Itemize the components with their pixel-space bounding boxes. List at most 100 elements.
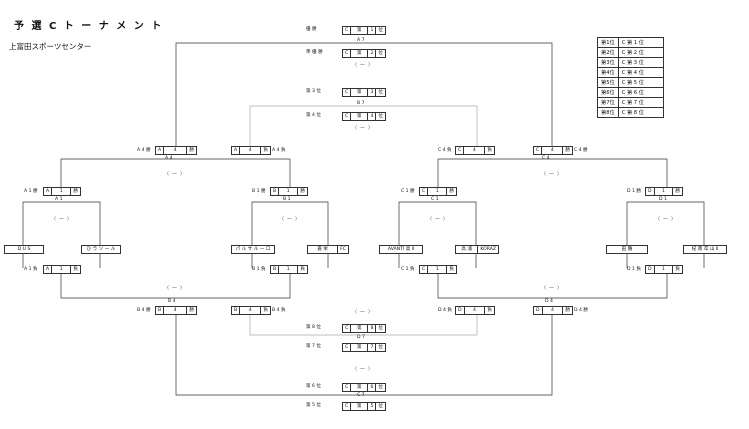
round-label: A 4 勝 — [137, 148, 151, 153]
match-code: A 1 — [55, 197, 63, 202]
place-label: 第 6 位 — [306, 384, 322, 389]
place-label: 第 5 位 — [306, 403, 322, 408]
round-label: D 1 負 — [627, 267, 641, 272]
ranking-place: 第2位 — [597, 47, 619, 58]
round-label: B 4 勝 — [137, 308, 151, 313]
round-label: B 4 負 — [272, 308, 286, 313]
round-label: C 4 負 — [438, 148, 452, 153]
ranking-place: 第1位 — [597, 37, 619, 48]
match-code: B 1 — [283, 197, 291, 202]
score-pair: （ ― ） — [51, 217, 73, 222]
match-code: C 4 — [542, 156, 550, 161]
ranking-place: 第8位 — [597, 107, 619, 118]
score-pair: （ ― ） — [541, 172, 563, 177]
page-title: 予 選 C ト ー ナ メ ン ト — [14, 21, 164, 32]
ranking-value: C 第 7 位 — [617, 97, 664, 108]
round-label: C 1 負 — [401, 267, 415, 272]
place-label: 第 7 位 — [306, 344, 322, 349]
round-label: C 4 勝 — [574, 148, 588, 153]
ranking-place: 第7位 — [597, 97, 619, 108]
place-label: 優 勝 — [306, 27, 317, 32]
match-code: D 4 — [545, 299, 553, 304]
place-label: 第 4 位 — [306, 113, 322, 118]
round-label: A 1 勝 — [24, 189, 38, 194]
score-pair: （ ― ） — [541, 286, 563, 291]
match-code: C 7 — [357, 393, 365, 398]
ranking-place: 第4位 — [597, 67, 619, 78]
match-code: D 7 — [357, 335, 365, 340]
round-label: B 1 勝 — [252, 189, 266, 194]
match-code: A 7 — [357, 38, 365, 43]
score-pair: （ ― ） — [352, 63, 374, 68]
team-box: パ ル サ ル ー ロ — [231, 245, 275, 254]
place-label: 準 優 勝 — [306, 50, 323, 55]
match-code: D 1 — [659, 197, 667, 202]
round-label: D 1 勝 — [627, 189, 641, 194]
ranking-value: C 第 1 位 — [617, 37, 664, 48]
ranking-value: C 第 4 位 — [617, 67, 664, 78]
match-code: B 4 — [168, 299, 176, 304]
place-label: 第 3 位 — [306, 89, 322, 94]
round-label: D 4 勝 — [574, 308, 588, 313]
score-pair: （ ― ） — [164, 286, 186, 291]
team-box: D U S — [4, 245, 44, 254]
ranking-value: C 第 3 位 — [617, 57, 664, 68]
score-pair: （ ― ） — [164, 172, 186, 177]
round-label: A 1 負 — [24, 267, 38, 272]
ranking-value: C 第 2 位 — [617, 47, 664, 58]
score-pair: （ ― ） — [352, 310, 374, 315]
ranking-place: 第5位 — [597, 77, 619, 88]
ranking-place: 第6位 — [597, 87, 619, 98]
match-code: A 4 — [165, 156, 173, 161]
ranking-value: C 第 6 位 — [617, 87, 664, 98]
round-label: A 4 負 — [272, 148, 286, 153]
score-pair: （ ― ） — [427, 217, 449, 222]
ranking-value: C 第 5 位 — [617, 77, 664, 88]
place-label: 第 8 位 — [306, 325, 322, 330]
team-box: AVANTI 高 Ⅱ — [379, 245, 423, 254]
ranking-place: 第3位 — [597, 57, 619, 68]
round-label: C 1 勝 — [401, 189, 415, 194]
score-pair: （ ― ） — [655, 217, 677, 222]
match-code: B 7 — [357, 101, 365, 106]
team-box: 田 鶴 — [606, 245, 648, 254]
round-label: D 4 負 — [438, 308, 452, 313]
venue-name: 上富田スポーツセンター — [9, 42, 92, 51]
team-box: 紀 南 卒 山 Ⅱ — [683, 245, 727, 254]
score-pair: （ ― ） — [352, 367, 374, 372]
